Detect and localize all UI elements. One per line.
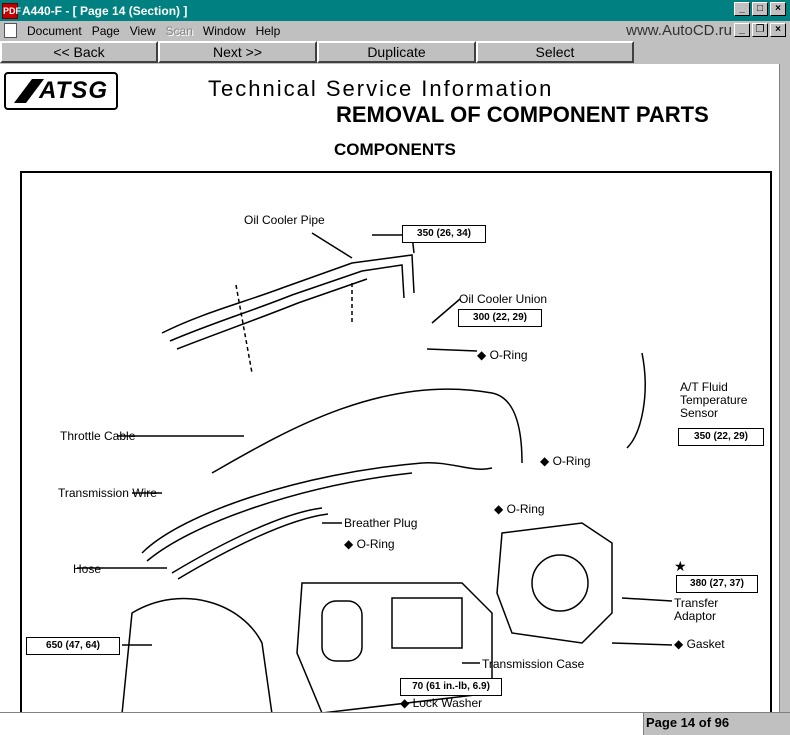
toolbar: << Back Next >> Duplicate Select (0, 40, 790, 64)
torque-box: 300 (22, 29) (458, 309, 542, 327)
close-icon[interactable]: × (770, 2, 786, 16)
page-indicator: Page 14 of 96 (646, 715, 730, 730)
status-message-area (0, 713, 644, 735)
next-button[interactable]: Next >> (158, 41, 317, 63)
label-transmission-case: Transmission Case (482, 657, 585, 671)
torque-box: 70 (61 in.-lb, 6.9) (400, 678, 502, 696)
components-diagram: Oil Cooler Pipe 350 (26, 34) Oil Cooler … (20, 171, 772, 712)
atsg-logo: ATSG (4, 72, 118, 110)
torque-box: 380 (27, 37) (676, 575, 758, 593)
mdi-controls: _ ❐ × (734, 23, 786, 37)
back-button[interactable]: << Back (0, 41, 158, 63)
status-bar: Page 14 of 96 (0, 712, 790, 735)
menu-document[interactable]: Document (27, 23, 82, 38)
label-transmission-wire: Transmission Wire (58, 486, 157, 500)
app-icon[interactable]: PDF (2, 2, 21, 19)
menu-help[interactable]: Help (255, 23, 281, 38)
label-o-ring: ◆ O-Ring (344, 537, 395, 551)
label-throttle-cable: Throttle Cable (60, 429, 136, 443)
window-controls: _ □ × (734, 2, 786, 16)
vertical-scrollbar[interactable] (779, 64, 790, 712)
menu-view[interactable]: View (129, 23, 156, 38)
label-gasket: ◆ Gasket (674, 637, 725, 651)
label-adaptor: Adaptor (674, 609, 717, 623)
menu-page[interactable]: Page (91, 23, 120, 38)
duplicate-button[interactable]: Duplicate (317, 41, 476, 63)
mdi-restore-icon[interactable]: ❐ (752, 23, 768, 37)
minimize-icon[interactable]: _ (734, 2, 750, 16)
label-o-ring: ◆ O-Ring (540, 454, 591, 468)
label-breather-plug: Breather Plug (344, 516, 418, 530)
header-components: COMPONENTS (334, 140, 456, 159)
label-oil-cooler-union: Oil Cooler Union (459, 292, 548, 306)
label-lock-washer: ◆ Lock Washer (400, 696, 483, 710)
label-oil-cooler-pipe: Oil Cooler Pipe (244, 213, 325, 227)
select-button[interactable]: Select (476, 41, 634, 63)
label-o-ring: ◆ O-Ring (494, 502, 545, 516)
label-temperature: Temperature (680, 393, 748, 407)
torque-box: 650 (47, 64) (26, 637, 120, 655)
label-transfer: Transfer (674, 596, 719, 610)
label-o-ring: ◆ O-Ring (477, 348, 528, 362)
maximize-icon[interactable]: □ (752, 2, 768, 16)
watermark-url: www.AutoCD.ru (626, 22, 732, 39)
menu-scan[interactable]: Scan (165, 23, 193, 38)
label-hose: Hose (73, 562, 102, 576)
label-at-fluid: A/T Fluid (680, 380, 728, 394)
label-sensor: Sensor (680, 406, 719, 420)
torque-box: 350 (22, 29) (678, 428, 764, 446)
menu-bar: Document Page View Scan Window Help (0, 21, 790, 40)
mdi-minimize-icon[interactable]: _ (734, 23, 750, 37)
document-icon[interactable] (4, 23, 17, 38)
logo-text: ATSG (39, 77, 108, 104)
torque-box: 350 (26, 34) (402, 225, 486, 243)
title-bar: PDF A440-F - [ Page 14 (Section) ] _ □ × (0, 0, 790, 21)
mdi-close-icon[interactable]: × (770, 23, 786, 37)
header-removal: REMOVAL OF COMPONENT PARTS (336, 102, 709, 127)
header-tsi: Technical Service Information (208, 76, 554, 101)
diagram-drawing (77, 232, 673, 712)
star-icon: ★ (674, 558, 687, 574)
document-view[interactable]: ATSG Technical Service Information REMOV… (0, 64, 779, 712)
menu-window[interactable]: Window (202, 23, 246, 38)
window-title: A440-F - [ Page 14 (Section) ] (22, 3, 188, 18)
